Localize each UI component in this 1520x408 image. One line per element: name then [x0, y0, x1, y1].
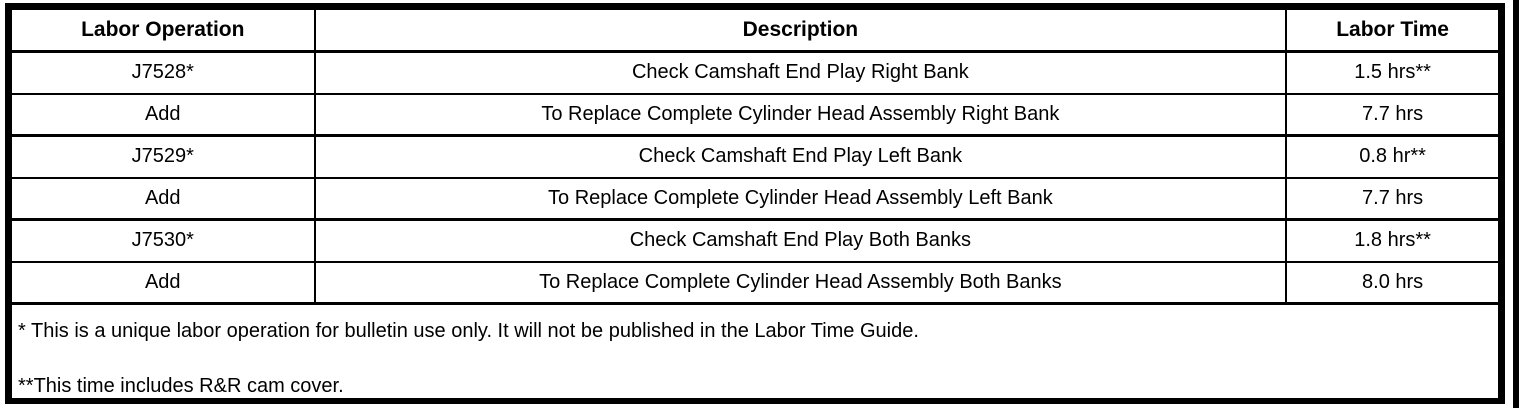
footnote-unique-labor-operation: * This is a unique labor operation for b… [18, 320, 919, 342]
cell-operation: J7529* [10, 134, 316, 179]
table-row-j7528: J7528* Check Camshaft End Play Right Ban… [10, 50, 1500, 95]
table-row-j7529: J7529* Check Camshaft End Play Left Bank… [10, 134, 1500, 179]
header-row: Labor Operation Description Labor Time [10, 8, 1500, 53]
cell-labor-time: 8.0 hrs [1285, 260, 1500, 305]
col-header-description: Description [313, 8, 1288, 53]
cell-operation: J7528* [10, 50, 316, 95]
table-row-j7530: J7530* Check Camshaft End Play Both Bank… [10, 218, 1500, 263]
col-header-labor-operation: Labor Operation [10, 8, 316, 53]
cell-description: To Replace Complete Cylinder Head Assemb… [313, 176, 1288, 221]
footnotes-cell: * This is a unique labor operation for b… [10, 302, 1500, 400]
cell-description: To Replace Complete Cylinder Head Assemb… [313, 92, 1288, 137]
table-row-add-both-banks: Add To Replace Complete Cylinder Head As… [10, 260, 1500, 305]
cell-description: Check Camshaft End Play Right Bank [313, 50, 1288, 95]
cell-operation: J7530* [10, 218, 316, 263]
cell-labor-time: 7.7 hrs [1285, 176, 1500, 221]
labor-time-table: Labor Operation Description Labor Time J… [10, 8, 1500, 400]
cell-labor-time: 7.7 hrs [1285, 92, 1500, 137]
col-header-labor-time: Labor Time [1285, 8, 1500, 53]
cell-operation: Add [10, 92, 316, 137]
cell-operation: Add [10, 176, 316, 221]
table-row-add-left-bank: Add To Replace Complete Cylinder Head As… [10, 176, 1500, 221]
labor-time-table-frame: Labor Operation Description Labor Time J… [5, 3, 1505, 404]
cell-labor-time: 0.8 hr** [1285, 134, 1500, 179]
cell-description: To Replace Complete Cylinder Head Assemb… [313, 260, 1288, 305]
cell-labor-time: 1.8 hrs** [1285, 218, 1500, 263]
footnotes-row: * This is a unique labor operation for b… [10, 302, 1500, 400]
cell-description: Check Camshaft End Play Both Banks [313, 218, 1288, 263]
cell-labor-time: 1.5 hrs** [1285, 50, 1500, 95]
page-edge-border [1513, 0, 1519, 408]
table-row-add-right-bank: Add To Replace Complete Cylinder Head As… [10, 92, 1500, 137]
footnote-rr-cam-cover: **This time includes R&R cam cover. [18, 375, 344, 397]
cell-description: Check Camshaft End Play Left Bank [313, 134, 1288, 179]
cell-operation: Add [10, 260, 316, 305]
